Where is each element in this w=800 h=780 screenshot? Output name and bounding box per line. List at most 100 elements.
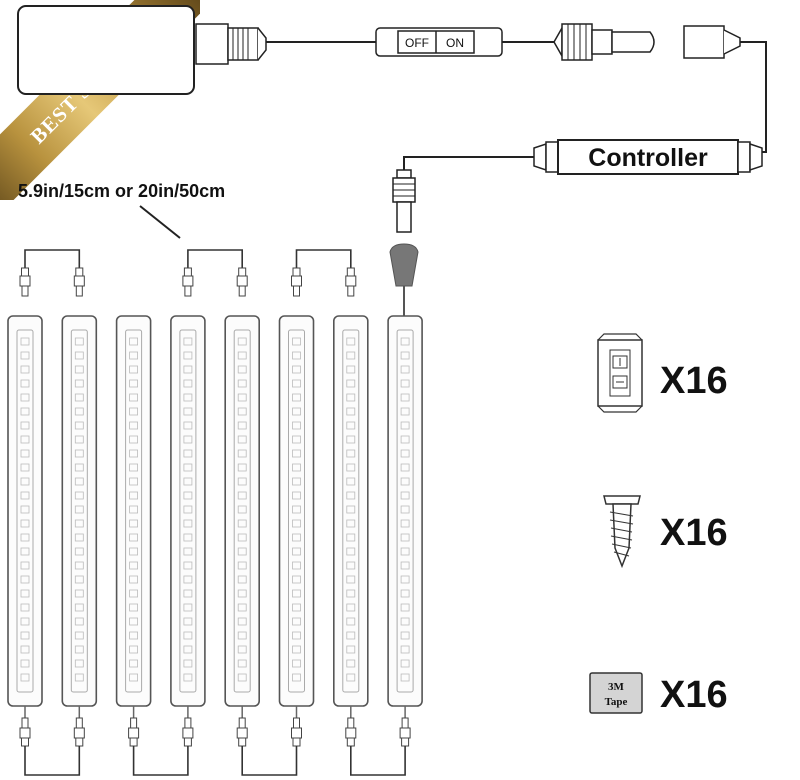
led-chip	[346, 631, 356, 640]
led-chip	[400, 379, 410, 388]
led-chip	[346, 393, 356, 402]
led-chip	[292, 631, 301, 640]
length-label: 5.9in/15cm or 20in/50cm	[18, 181, 225, 201]
clip-quantity: X16	[660, 360, 728, 402]
top-jumper-collar	[73, 275, 85, 287]
led-chip	[292, 519, 301, 528]
led-chip	[237, 435, 247, 444]
led-chip	[346, 547, 356, 556]
light-bar	[61, 315, 98, 707]
led-chip	[74, 575, 84, 584]
led-chip	[400, 477, 410, 486]
top-jumper-tip	[238, 267, 247, 277]
led-chip	[20, 477, 30, 486]
top-jumper-tip	[75, 267, 84, 277]
led-chip	[20, 645, 30, 654]
led-chip	[20, 351, 30, 360]
controller-label: Controller	[588, 144, 708, 172]
led-chip	[183, 379, 193, 388]
led-chip	[400, 589, 410, 598]
led-chip	[346, 365, 356, 374]
light-bar-lens	[288, 329, 305, 693]
bottom-jumper-tip	[129, 737, 138, 747]
bottom-jumper-cable	[132, 746, 189, 776]
bottom-jumper-collar	[291, 727, 302, 739]
tape-label-line2: Tape	[605, 696, 628, 708]
led-chip	[20, 631, 30, 640]
bottom-jumper-tip	[292, 737, 301, 747]
led-chip	[183, 659, 193, 668]
switch-off-label: OFF	[405, 36, 429, 50]
led-chip	[20, 505, 30, 514]
led-chip	[129, 547, 139, 556]
dc-plug-male	[553, 23, 655, 61]
led-chip	[20, 575, 30, 584]
led-chip	[292, 561, 301, 570]
controller-output-plug	[389, 169, 419, 316]
led-chip	[74, 533, 84, 542]
led-chip	[129, 645, 139, 654]
led-chip	[129, 337, 139, 346]
tape-icon: 3M Tape	[589, 672, 643, 714]
led-chip	[237, 533, 247, 542]
top-jumper-collar	[236, 275, 248, 287]
led-chip	[346, 435, 356, 444]
led-chip	[237, 463, 247, 472]
led-chip	[129, 365, 139, 374]
top-jumper-tip	[292, 267, 301, 277]
bottom-jumper-cable	[24, 746, 81, 776]
led-chip	[346, 673, 356, 682]
top-jumper-collar	[182, 275, 194, 287]
bottom-jumper-boot	[401, 717, 409, 729]
bottom-jumper-tip	[183, 737, 192, 747]
top-jumper-cable	[187, 249, 243, 268]
led-chip	[346, 519, 356, 528]
led-chip	[129, 589, 139, 598]
led-chip	[292, 351, 301, 360]
led-chip	[400, 631, 410, 640]
switch-on-label: ON	[446, 36, 464, 50]
led-chip	[292, 589, 301, 598]
led-chip	[346, 659, 356, 668]
led-chip	[400, 673, 410, 682]
top-jumper-collar	[291, 275, 302, 287]
bottom-jumper-boot	[238, 717, 246, 729]
controller-box: Controller	[533, 139, 763, 175]
led-chip	[183, 519, 193, 528]
led-chip	[20, 603, 30, 612]
led-chip	[183, 407, 193, 416]
led-chip	[74, 631, 84, 640]
led-chip	[237, 519, 247, 528]
led-chip	[237, 393, 247, 402]
led-chip	[346, 533, 356, 542]
led-chip	[74, 351, 84, 360]
light-bar-lens	[16, 329, 34, 693]
led-chip	[237, 505, 247, 514]
led-chip	[183, 365, 193, 374]
led-chip	[183, 463, 193, 472]
led-chip	[346, 561, 356, 570]
led-chip	[292, 505, 301, 514]
led-chip	[74, 603, 84, 612]
screw-icon	[603, 495, 641, 569]
led-chip	[74, 659, 84, 668]
led-chip	[237, 421, 247, 430]
led-chip	[237, 449, 247, 458]
led-chip	[292, 337, 301, 346]
light-bar-lens	[179, 329, 197, 693]
led-chip	[20, 379, 30, 388]
led-chip	[183, 337, 193, 346]
led-chip	[400, 463, 410, 472]
top-jumper-collar	[345, 275, 357, 287]
top-jumper-cable	[295, 249, 352, 268]
inline-switch: OFF ON	[375, 27, 503, 57]
led-chip	[20, 393, 30, 402]
screw-quantity: X16	[660, 512, 728, 554]
led-chip	[129, 603, 139, 612]
led-chip	[292, 421, 301, 430]
bottom-jumper-boot	[130, 717, 138, 729]
led-chip	[129, 561, 139, 570]
dc-socket-female	[683, 25, 741, 59]
led-chip	[237, 407, 247, 416]
